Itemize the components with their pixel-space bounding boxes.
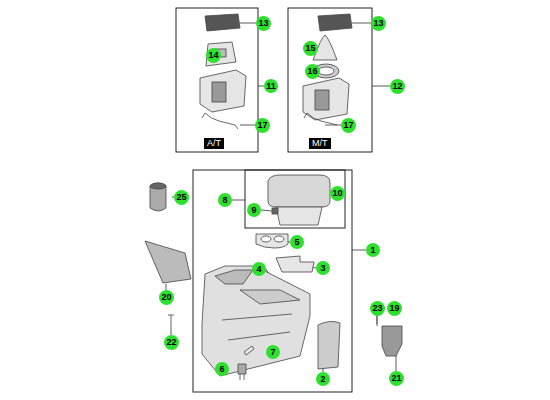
callout-number: 15 <box>303 41 318 56</box>
group-frame <box>245 170 345 228</box>
callout-number: 17 <box>255 118 270 133</box>
callout-number: 9 <box>247 203 261 217</box>
transmission-tag: M/T <box>309 138 331 149</box>
callout-number: 7 <box>266 345 280 359</box>
callout-number: 14 <box>206 48 221 63</box>
callout-number: 23 <box>370 301 385 316</box>
callout-number: 12 <box>390 79 405 94</box>
callout-number: 21 <box>389 371 404 386</box>
transmission-tag: A/T <box>204 138 224 149</box>
callout-number: 5 <box>290 235 304 249</box>
callout-number: 25 <box>174 190 189 205</box>
callout-number: 2 <box>316 372 330 386</box>
parts <box>145 14 402 380</box>
callout-number: 4 <box>252 262 266 276</box>
callout-number: 8 <box>218 193 232 207</box>
callout-number: 1 <box>366 243 380 257</box>
callout-number: 10 <box>330 186 345 201</box>
callout-number: 16 <box>305 64 320 79</box>
callout-number: 11 <box>264 79 278 93</box>
callout-number: 3 <box>316 261 330 275</box>
group-frame <box>176 8 258 152</box>
callout-number: 6 <box>215 362 229 376</box>
callout-number: 22 <box>164 335 179 350</box>
group-frame <box>193 170 352 392</box>
callout-number: 17 <box>341 118 356 133</box>
group-frame <box>288 8 372 152</box>
callout-number: 13 <box>256 16 271 31</box>
callout-number: 20 <box>159 290 174 305</box>
callout-number: 19 <box>387 301 402 316</box>
callout-number: 13 <box>371 16 386 31</box>
